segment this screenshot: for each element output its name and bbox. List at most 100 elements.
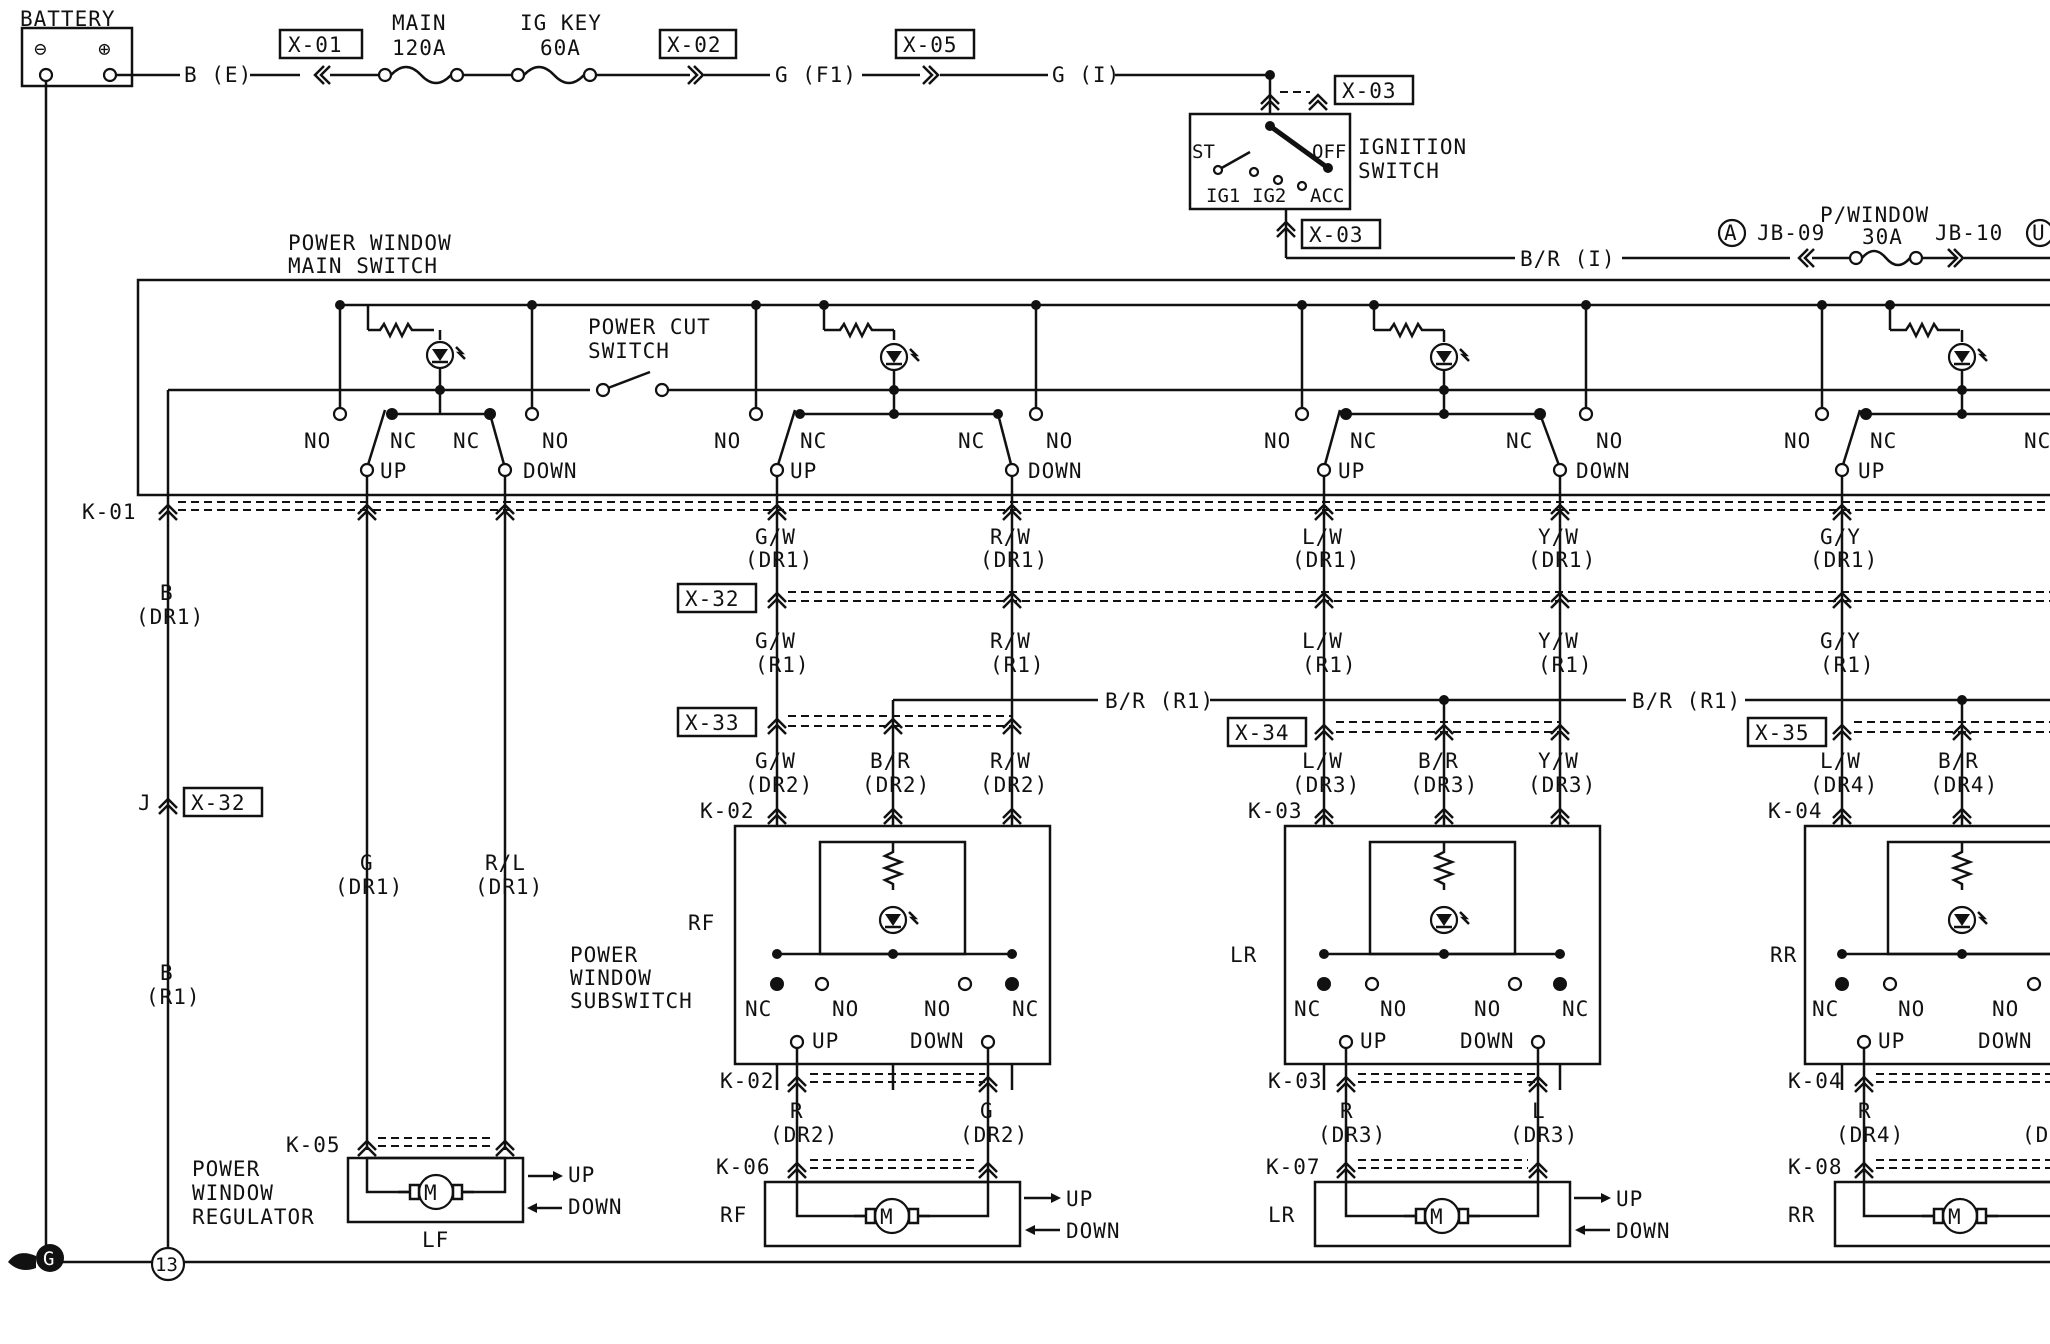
- wire-rl-dr1: (DR1): [475, 875, 543, 899]
- fuse-main-rating: 120A: [392, 36, 447, 60]
- rf-up: UP: [790, 459, 817, 483]
- rr-up: UP: [1858, 459, 1885, 483]
- wire-yw-2: Y/W: [1538, 629, 1579, 653]
- motor-lf-m: M: [424, 1181, 438, 1205]
- wire-r-dr2: (DR2): [770, 1123, 838, 1147]
- wire-l-dr3: (DR3): [1510, 1123, 1578, 1147]
- arrow-right-icon: [553, 1171, 563, 1181]
- motor-lr-up: UP: [1616, 1187, 1643, 1211]
- conn-x03-bot: X-03: [1309, 223, 1364, 247]
- sub-k03-bot: K-03: [1268, 1069, 1323, 1093]
- motor-rr-label: RR: [1788, 1203, 1815, 1227]
- wire-lw-4: L/W: [1820, 749, 1861, 773]
- subswitch-title-2: WINDOW: [570, 966, 652, 990]
- sub-rr-no-1: NO: [1898, 997, 1925, 1021]
- wire-gi: G (I): [1052, 63, 1120, 87]
- wire-gw-dr1: (DR1): [745, 548, 813, 572]
- wire-yw-3: Y/W: [1538, 749, 1579, 773]
- sub-rr-down: DOWN: [1978, 1029, 2033, 1053]
- power-cut-switch-label-1: POWER CUT: [588, 315, 711, 339]
- wire-gw-r1: (R1): [755, 653, 810, 677]
- wire-rl-lf: R/L: [485, 851, 526, 875]
- motor-rr-m: M: [1948, 1205, 1962, 1229]
- wire-g-lf: G: [360, 851, 374, 875]
- motor-rf: K-06 M RF UP DOWN: [716, 1155, 1121, 1248]
- arrow-right-icon: [1601, 1193, 1611, 1203]
- sub-rf-nc-2: NC: [1012, 997, 1039, 1021]
- conn-x03-top: X-03: [1342, 79, 1397, 103]
- conn-x33: X-33: [685, 711, 740, 735]
- conn-x32-j: X-32: [191, 791, 246, 815]
- wire-g-rf: G: [980, 1099, 994, 1123]
- ign-label-2: SWITCH: [1358, 159, 1440, 183]
- arrow-left-icon: [1025, 1225, 1035, 1235]
- battery-minus-icon: ⊖: [34, 37, 48, 61]
- lf-nc-up: NC: [390, 429, 417, 453]
- battery-plus-icon: ⊕: [98, 37, 112, 61]
- main-switch-rf: NO NC NC NO UP DOWN: [714, 300, 1082, 483]
- ign-acc: ACC: [1310, 185, 1344, 207]
- jb09-label: JB-09: [1757, 221, 1825, 245]
- ign-ig2: IG2: [1252, 185, 1286, 207]
- conn-k07: K-07: [1266, 1155, 1321, 1179]
- sub-rf-down: DOWN: [910, 1029, 965, 1053]
- sub-rf-label: RF: [688, 911, 715, 935]
- motor-rf-m: M: [880, 1205, 894, 1229]
- wire-lw-2: L/W: [1302, 629, 1343, 653]
- wire-rw-r1: (R1): [990, 653, 1045, 677]
- wire-br-r1-a: B/R (R1): [1105, 689, 1214, 713]
- lf-no-up: NO: [304, 429, 331, 453]
- sub-lr-no-2: NO: [1474, 997, 1501, 1021]
- wire-yw-r1: (R1): [1538, 653, 1593, 677]
- wire-lw-dr4: (DR4): [1810, 773, 1878, 797]
- wire-lw-dr3: (DR3): [1292, 773, 1360, 797]
- motor-rf-down: DOWN: [1066, 1219, 1121, 1243]
- rf-nc-down: NC: [958, 429, 985, 453]
- jb10-label: JB-10: [1935, 221, 2003, 245]
- main-switch-lr: NO NC NC NO UP DOWN: [1264, 300, 1630, 483]
- regulator-title-2: WINDOW: [192, 1181, 274, 1205]
- wire-rw-dr1: (DR1): [980, 548, 1048, 572]
- conn-x05: X-05: [903, 33, 958, 57]
- wire-gy-2: G/Y: [1820, 629, 1861, 653]
- rf-no-up: NO: [714, 429, 741, 453]
- wire-br-dr3: (DR3): [1410, 773, 1478, 797]
- wire-rw-2: R/W: [990, 629, 1031, 653]
- wire-br-rf: B/R: [870, 749, 911, 773]
- main-switch-title-2: MAIN SWITCH: [288, 254, 438, 278]
- wire-rw-1: R/W: [990, 525, 1031, 549]
- power-cut-switch-label-2: SWITCH: [588, 339, 670, 363]
- conn-k08: K-08: [1788, 1155, 1843, 1179]
- sub-rr-nc-1: NC: [1812, 997, 1839, 1021]
- wire-gy-r1: (R1): [1820, 653, 1875, 677]
- wire-b-1: B: [160, 581, 174, 605]
- fuse-pwindow-label: P/WINDOW: [1820, 203, 1929, 227]
- connector-13-label: 13: [155, 1254, 178, 1276]
- wire-br-dr4: (DR4): [1930, 773, 1998, 797]
- conn-x34: X-34: [1235, 721, 1290, 745]
- ign-off: OFF: [1312, 141, 1346, 163]
- sub-lr-label: LR: [1230, 943, 1257, 967]
- sub-rr-label: RR: [1770, 943, 1797, 967]
- conn-x32-row: X-32: [685, 587, 740, 611]
- lr-nc-down: NC: [1506, 429, 1533, 453]
- motor-lr-label: LR: [1268, 1203, 1295, 1227]
- rf-no-down: NO: [1046, 429, 1073, 453]
- lr-no-up: NO: [1264, 429, 1291, 453]
- subswitch-lr: LR K-03 NC NO NO NC UP DOWN: [1230, 799, 1602, 1066]
- wire-r-rf: R: [790, 1099, 804, 1123]
- lr-up: UP: [1338, 459, 1365, 483]
- sub-k02-bot: K-02: [720, 1069, 775, 1093]
- lf-no-down: NO: [542, 429, 569, 453]
- wire-gy-1: G/Y: [1820, 525, 1861, 549]
- wire-b-r1: (R1): [146, 985, 201, 1009]
- wire-verticals: [157, 476, 1853, 1250]
- wire-bri: B/R (I): [1520, 247, 1616, 271]
- wire-yw-dr1: (DR1): [1528, 548, 1596, 572]
- wire-be: B (E): [184, 63, 252, 87]
- wire-br-r1-b: B/R (R1): [1632, 689, 1741, 713]
- wire-br-rr: B/R: [1938, 749, 1979, 773]
- ign-st: ST: [1192, 141, 1215, 163]
- wire-br-lr: B/R: [1418, 749, 1459, 773]
